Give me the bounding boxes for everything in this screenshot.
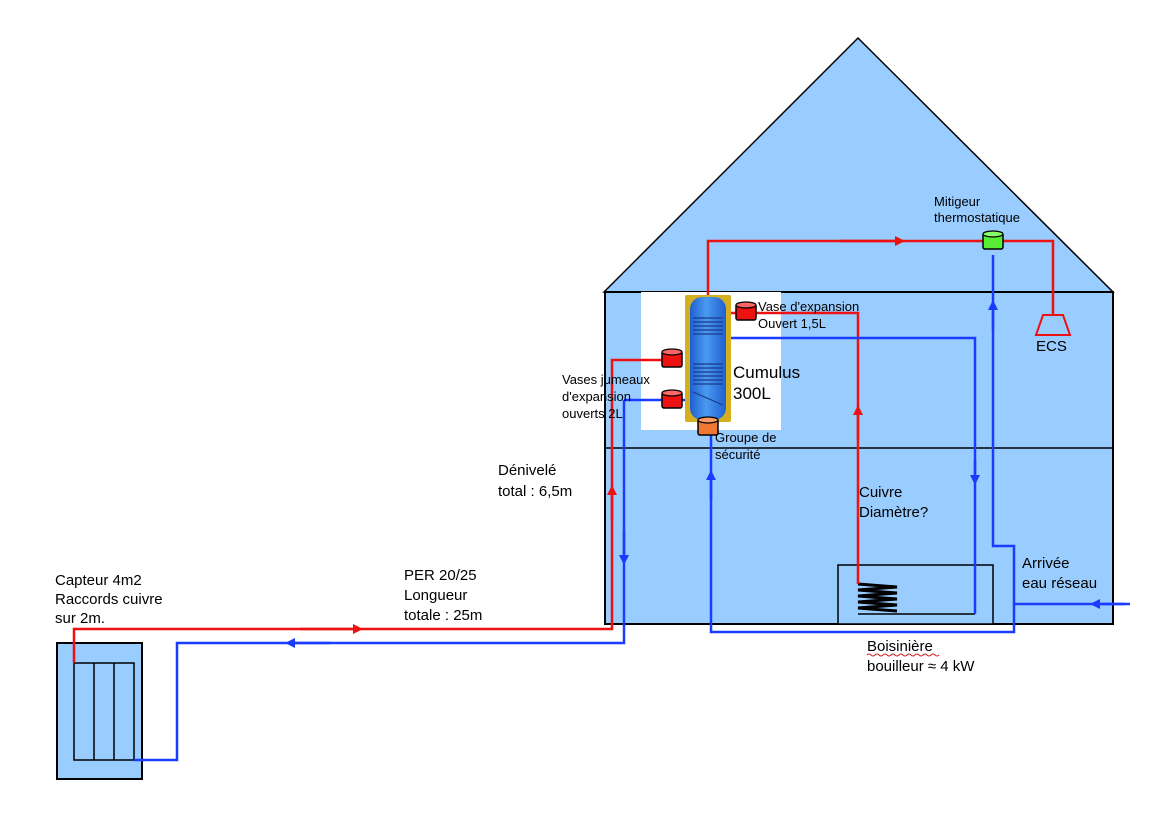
cold-pipe-house-to-collector	[134, 400, 626, 762]
ecs-label: ECS	[1036, 338, 1067, 355]
safety-group-label: Groupe de sécurité	[715, 430, 780, 462]
thermostatic-mixer-icon	[982, 230, 1004, 250]
boiler-coil-icon	[857, 582, 898, 613]
cold-pipe-mains-to-tank	[709, 435, 1016, 634]
cold-pipe-mains-inlet	[991, 255, 1130, 606]
stove-label: Boisinière bouilleur ≈ 4 kW	[867, 638, 975, 675]
twin-expansion-vessel-lower	[661, 389, 683, 409]
ecs-tap-icon	[1034, 314, 1072, 336]
mains-inlet-label: Arrivée eau réseau	[1022, 555, 1097, 592]
cold-pipe-tank-to-stove	[690, 336, 977, 614]
height-drop-label: Dénivelé total : 6,5m	[498, 462, 572, 500]
collector-panel	[73, 662, 135, 761]
tank-label: Cumulus 300L	[733, 363, 805, 403]
twin-expansion-vessel-upper	[661, 348, 683, 368]
wood-stove-boiler	[837, 564, 994, 625]
expansion-vessel-top	[735, 301, 757, 321]
twin-vessels-label: Vases jumeaux d'expansion ouverts 2L	[562, 372, 654, 421]
tank-body	[690, 297, 726, 420]
safety-group-vessel	[697, 416, 719, 436]
solar-collector	[56, 642, 143, 780]
hot-water-tank	[685, 295, 731, 422]
per-pipe-label: PER 20/25 Longueur totale : 25m	[404, 567, 482, 624]
hot-pipe-mixer-to-ecs	[1000, 239, 1055, 315]
copper-diameter-label: Cuivre Diamètre?	[859, 484, 928, 521]
expansion-vessel-label: Vase d'expansion Ouvert 1,5L	[758, 299, 863, 331]
spellcheck-underline	[866, 653, 940, 657]
hot-pipe-collector-to-house	[72, 358, 670, 663]
mixer-label: Mitigeur thermostatique	[934, 194, 1020, 225]
cold-pipes	[134, 255, 1130, 762]
house-roof	[602, 36, 1115, 293]
collector-label: Capteur 4m2 Raccords cuivre sur 2m.	[55, 572, 167, 627]
